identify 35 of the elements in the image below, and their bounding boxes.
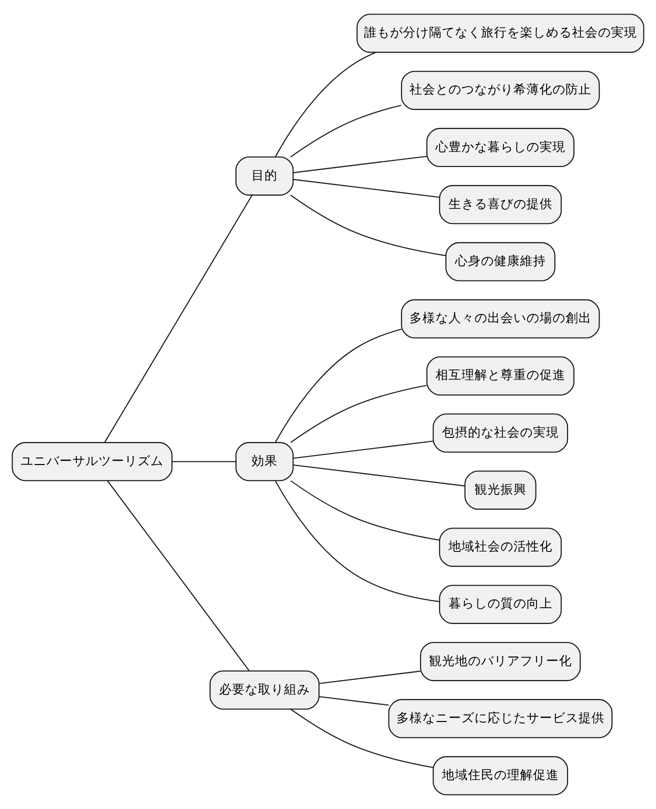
node-box: 心豊かな暮らしの実現 [426, 128, 574, 168]
node-box: 社会とのつながり希薄化の防止 [400, 70, 600, 110]
connector [172, 461, 236, 462]
node-box: 多様なニーズに応じたサービス提供 [388, 699, 612, 738]
node-box: 相互理解と尊重の促進 [426, 356, 574, 396]
connector [290, 104, 402, 158]
connector [319, 696, 389, 706]
node-box: 生きる喜びの提供 [439, 185, 562, 224]
node-box: ユニバーサルツーリズム [12, 442, 173, 482]
node-box: 誰もが分け隔てなく旅行を楽しめる社会の実現 [356, 14, 644, 53]
node-box: 心身の健康維持 [445, 242, 556, 282]
connector [293, 178, 440, 198]
connector [290, 194, 446, 256]
node-box: 地域住民の理解促進 [432, 756, 568, 796]
connector [293, 156, 427, 174]
connector [290, 708, 434, 768]
node-box: 必要な取り組み [210, 670, 320, 710]
connector [274, 52, 376, 158]
node-box: 多様な人々の出会いの場の創出 [400, 299, 600, 338]
connector [274, 328, 402, 443]
connector [293, 464, 465, 486]
connector [290, 384, 427, 443]
connector [319, 670, 420, 684]
node-box: 地域社会の活性化 [439, 528, 562, 567]
node-box: 観光振興 [464, 470, 536, 510]
connector [290, 480, 440, 541]
node-box: 観光地のバリアフリー化 [420, 642, 581, 682]
connector [293, 440, 434, 459]
connector [274, 480, 440, 602]
node-box: 包摂的な社会の実現 [432, 414, 568, 453]
connector [107, 480, 250, 672]
node-box: 効果 [235, 442, 294, 482]
node-box: 目的 [235, 156, 294, 196]
node-box: 暮らしの質の向上 [439, 584, 562, 624]
connector [104, 194, 253, 443]
